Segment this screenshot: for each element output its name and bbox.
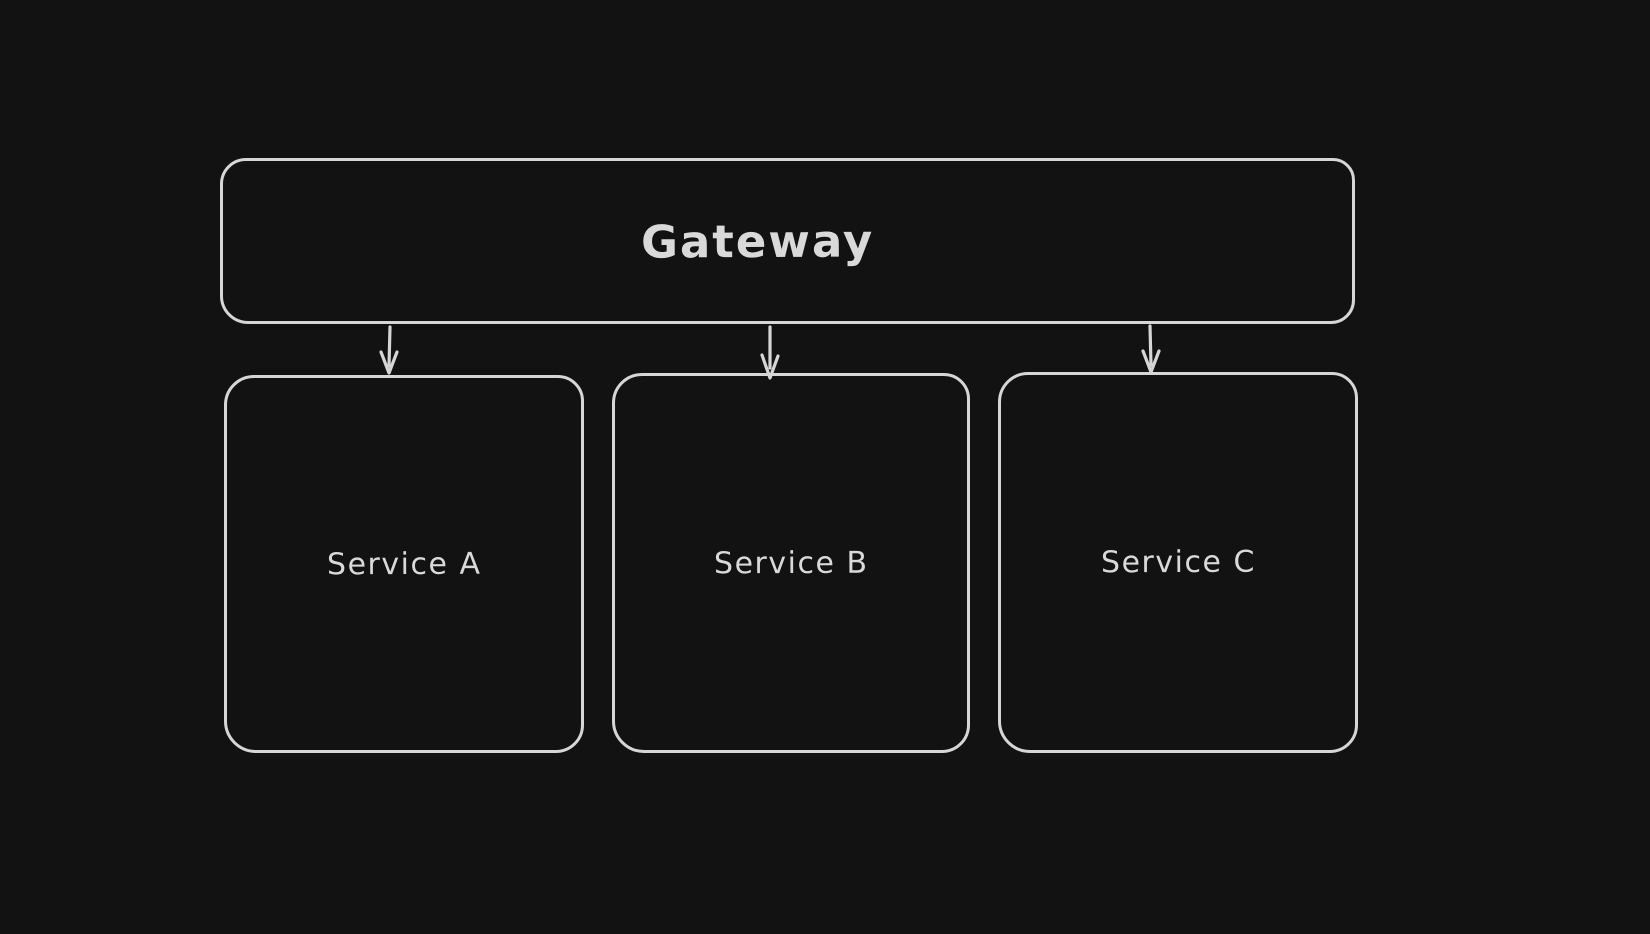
node-service-b-label: Service B: [713, 545, 869, 581]
edge-shaft: [1148, 324, 1153, 367]
node-service-c-label: Service C: [1100, 544, 1256, 581]
edge-gateway-to-service-a: [379, 325, 399, 375]
node-service-c: Service C: [998, 372, 1358, 753]
edge-shaft: [387, 325, 392, 368]
edge-gateway-to-service-c: [1141, 324, 1161, 374]
node-gateway-label: Gateway: [640, 213, 875, 269]
node-service-b: Service B: [612, 373, 970, 753]
node-gateway: Gateway: [220, 158, 1355, 324]
node-service-a-label: Service A: [326, 546, 482, 582]
node-service-a: Service A: [224, 375, 584, 753]
arrowhead-down-icon: [1141, 349, 1161, 374]
arrowhead-down-icon: [379, 350, 399, 375]
edge-gateway-to-service-b: [760, 325, 780, 380]
